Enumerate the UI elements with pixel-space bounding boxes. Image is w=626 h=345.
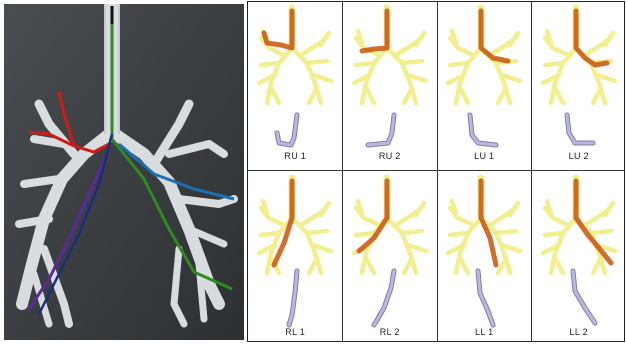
airway-branch (356, 233, 374, 235)
airway-tree (543, 8, 615, 103)
catheter-shape-outline (374, 271, 394, 325)
airway-branch (450, 63, 468, 65)
panel-illustration (249, 3, 342, 171)
panel-label: LU 2 (533, 151, 626, 161)
panel-label: LL 2 (533, 327, 626, 337)
highlighted-route (264, 11, 292, 48)
panel-illustration (533, 173, 626, 341)
airway-branch (261, 63, 279, 65)
airway-branch (402, 231, 422, 233)
airway-branch (460, 88, 468, 103)
panel-lu-1: LU 1 (438, 3, 531, 171)
panel-label: RU 1 (249, 151, 342, 161)
photo-canvas (4, 4, 244, 340)
panel-ru-1: RU 1 (249, 3, 342, 171)
airway-branch (498, 258, 506, 273)
panel-ll-2: LL 2 (533, 173, 626, 341)
panel-label: LU 1 (438, 151, 531, 161)
airway-branch (307, 61, 327, 63)
airway-branch (309, 258, 317, 273)
airway-branch (555, 258, 563, 273)
airway-branch (366, 258, 374, 273)
panel-ru-2: RU 2 (344, 3, 437, 171)
panel-rl-1: RL 1 (249, 173, 342, 341)
panel-illustration (344, 3, 437, 171)
catheter-shape-outline (573, 271, 595, 323)
airway-branch (545, 63, 563, 65)
airway-branch (593, 88, 601, 103)
airway-branch (555, 88, 563, 103)
panel-lu-2: LU 2 (533, 3, 626, 171)
airway-branch (404, 88, 412, 103)
airway-branch (356, 63, 374, 65)
panel-label: RU 2 (344, 151, 437, 161)
airway-tree (448, 8, 520, 103)
bronchial-tree-photo (4, 4, 244, 340)
airway-branch (460, 258, 468, 273)
airway-branch (307, 231, 327, 233)
panel-illustration (438, 3, 531, 171)
airway-tree (354, 178, 426, 273)
airway-branch (545, 233, 563, 235)
airway-branch (591, 231, 611, 233)
panel-illustration (249, 173, 342, 341)
airway-branch (404, 258, 412, 273)
airway-tree (259, 178, 331, 273)
panel-label: LL 1 (438, 327, 531, 337)
catheter-panel-grid: RU 1RU 2LU 1LU 2 RL 1RL 2LL 1LL 2 (247, 1, 625, 342)
panel-illustration (533, 3, 626, 171)
airway-branch (593, 258, 601, 273)
panel-label: RL 2 (344, 327, 437, 337)
panel-illustration (438, 173, 531, 341)
airway-tree (354, 8, 426, 103)
airway-branch (402, 61, 422, 63)
airway-branch (271, 88, 279, 103)
airway-branch (261, 233, 279, 235)
highlighted-route (362, 11, 387, 51)
highlighted-route (576, 11, 607, 65)
panel-illustration (344, 173, 437, 341)
panel-label: RL 1 (249, 327, 342, 337)
airway-tree (259, 8, 331, 103)
airway-branch (309, 88, 317, 103)
panel-ll-1: LL 1 (438, 173, 531, 341)
airway-branch (450, 233, 468, 235)
catheter-shape-outline (470, 115, 496, 145)
panel-rl-2: RL 2 (344, 173, 437, 341)
airway-branch (366, 88, 374, 103)
airway-branch (498, 88, 506, 103)
airway-branch (496, 231, 516, 233)
